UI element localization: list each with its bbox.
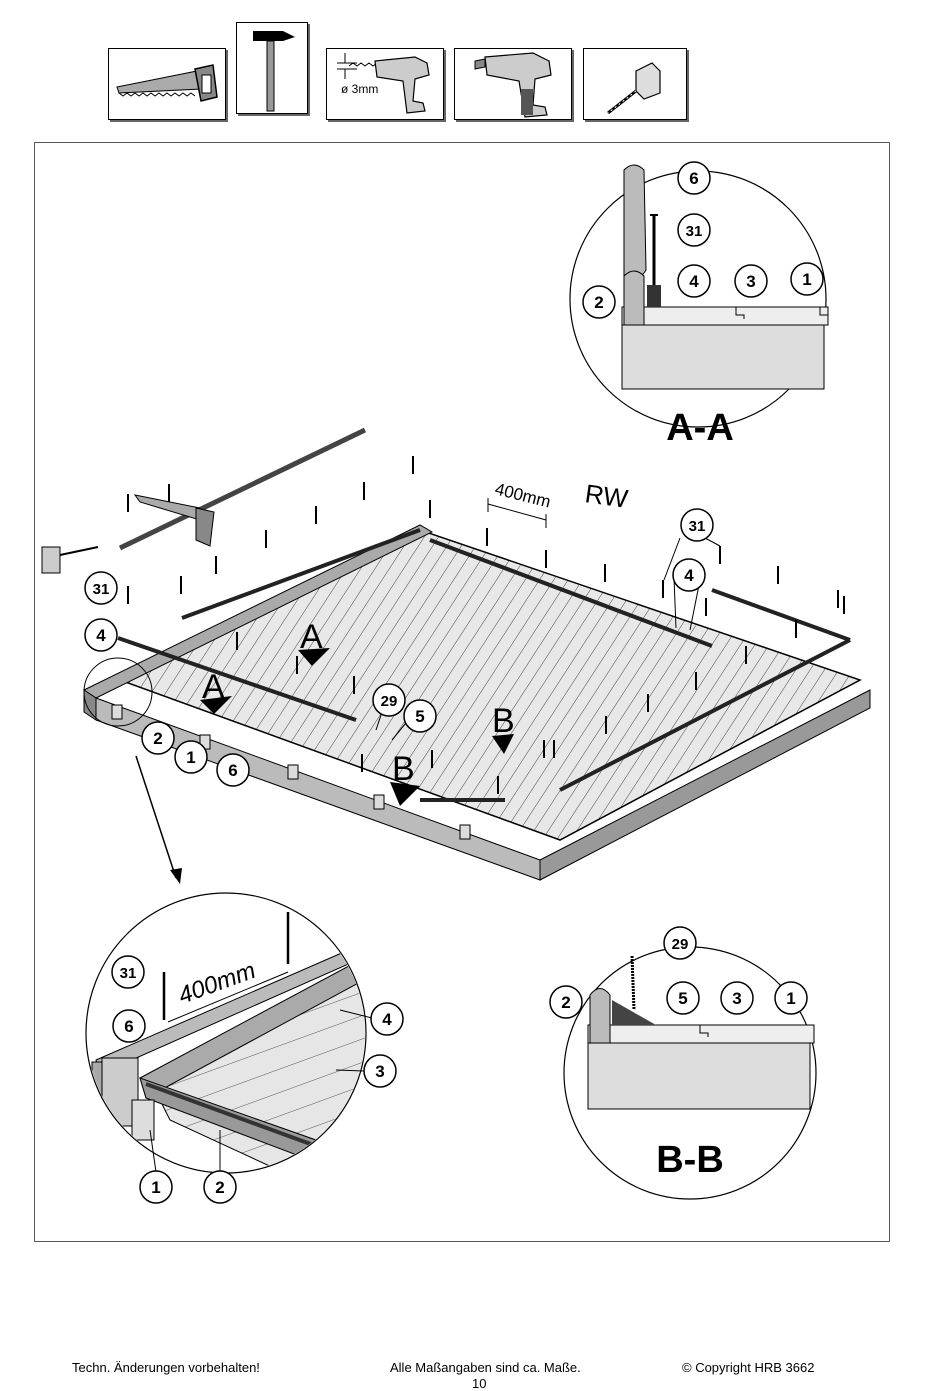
callout-number: 4 xyxy=(96,626,106,645)
main-dimension-label: 400mm xyxy=(493,479,553,511)
section-mark-a-1: A xyxy=(300,618,323,656)
callout-number: 6 xyxy=(689,169,698,188)
callout-number: 3 xyxy=(375,1062,384,1081)
callout-number: 31 xyxy=(686,223,703,240)
callout-main-view-31: 31 xyxy=(84,571,118,605)
tool-box-tape xyxy=(583,48,687,120)
callout-section-aa-1: 1 xyxy=(790,262,824,296)
callout-number: 2 xyxy=(594,293,603,312)
callout-main-view-4: 4 xyxy=(672,558,706,592)
callout-section-aa-2: 2 xyxy=(582,285,616,319)
callout-number: 3 xyxy=(732,989,741,1008)
drill-icon xyxy=(474,52,552,118)
callout-number: 31 xyxy=(120,965,137,982)
corner-detail-view: 400mm xyxy=(85,892,373,1174)
tape-measure-icon xyxy=(607,62,661,115)
section-bb: B-B xyxy=(563,946,817,1200)
callout-number: 5 xyxy=(415,707,424,726)
callout-number: 6 xyxy=(124,1017,133,1036)
callout-detail-view-4: 4 xyxy=(370,1002,404,1036)
callout-number: 4 xyxy=(684,566,694,585)
callout-number: 2 xyxy=(215,1178,224,1197)
drill-bit-icon: ø 3mm xyxy=(337,53,430,114)
callout-detail-view-1: 1 xyxy=(139,1170,173,1204)
callout-number: 2 xyxy=(153,729,162,748)
callout-main-view-2: 2 xyxy=(141,721,175,755)
callout-section-aa-31: 31 xyxy=(677,213,711,247)
callout-number: 1 xyxy=(186,748,195,767)
callout-main-view-6: 6 xyxy=(216,753,250,787)
callout-number: 4 xyxy=(382,1010,392,1029)
callout-detail-view-6: 6 xyxy=(112,1009,146,1043)
callout-section-bb-29: 29 xyxy=(663,926,697,960)
callout-number: 6 xyxy=(228,761,237,780)
callout-number: 1 xyxy=(151,1178,160,1197)
callout-detail-view-31: 31 xyxy=(111,955,145,989)
callout-main-view-31: 31 xyxy=(680,508,714,542)
callout-number: 31 xyxy=(93,581,110,598)
drill-bit-label: ø 3mm xyxy=(341,82,378,96)
callout-number: 2 xyxy=(561,993,570,1012)
callout-main-view-4: 4 xyxy=(84,618,118,652)
section-bb-title: B-B xyxy=(656,1139,724,1181)
page-number: 10 xyxy=(472,1376,487,1391)
callout-section-bb-1: 1 xyxy=(774,981,808,1015)
callout-number: 31 xyxy=(689,518,706,535)
callout-number: 1 xyxy=(786,989,795,1008)
footer-disclaimer: Techn. Änderungen vorbehalten! xyxy=(72,1360,260,1375)
floor-assembly-view: 400mm RW A A B B xyxy=(41,427,871,884)
callout-section-aa-6: 6 xyxy=(677,161,711,195)
callout-number: 4 xyxy=(689,272,699,291)
callout-main-view-1: 1 xyxy=(174,740,208,774)
section-mark-a-2: A xyxy=(202,668,225,706)
callout-number: 3 xyxy=(746,272,755,291)
callout-detail-view-2: 2 xyxy=(203,1170,237,1204)
callout-section-aa-4: 4 xyxy=(677,264,711,298)
callout-section-bb-2: 2 xyxy=(549,985,583,1019)
section-aa: A-A xyxy=(569,164,829,449)
callout-section-bb-3: 3 xyxy=(720,981,754,1015)
callout-section-aa-3: 3 xyxy=(734,264,768,298)
callout-number: 5 xyxy=(678,989,687,1008)
tool-box-drill xyxy=(454,48,572,120)
callout-number: 29 xyxy=(672,936,689,953)
tool-box-drill-bit: ø 3mm xyxy=(326,48,444,120)
callout-number: 1 xyxy=(802,270,811,289)
section-aa-title: A-A xyxy=(666,407,734,449)
footer-copyright: © Copyright HRB 3662 xyxy=(682,1360,815,1375)
callout-detail-view-3: 3 xyxy=(363,1054,397,1088)
tool-box-hammer xyxy=(236,22,308,114)
tool-box-saw xyxy=(108,48,226,120)
callout-section-bb-5: 5 xyxy=(666,981,700,1015)
section-mark-b-2: B xyxy=(392,750,415,788)
hammer-icon xyxy=(253,31,295,112)
illustration-frame xyxy=(34,142,890,1242)
callout-main-view-29: 29 xyxy=(372,683,406,717)
wall-label-rw: RW xyxy=(583,478,630,514)
callout-main-view-5: 5 xyxy=(403,699,437,733)
saw-icon xyxy=(116,64,218,102)
section-mark-b-1: B xyxy=(492,702,515,740)
footer-dimensions-note: Alle Maßangaben sind ca. Maße. xyxy=(390,1360,581,1375)
callout-number: 29 xyxy=(381,693,398,710)
